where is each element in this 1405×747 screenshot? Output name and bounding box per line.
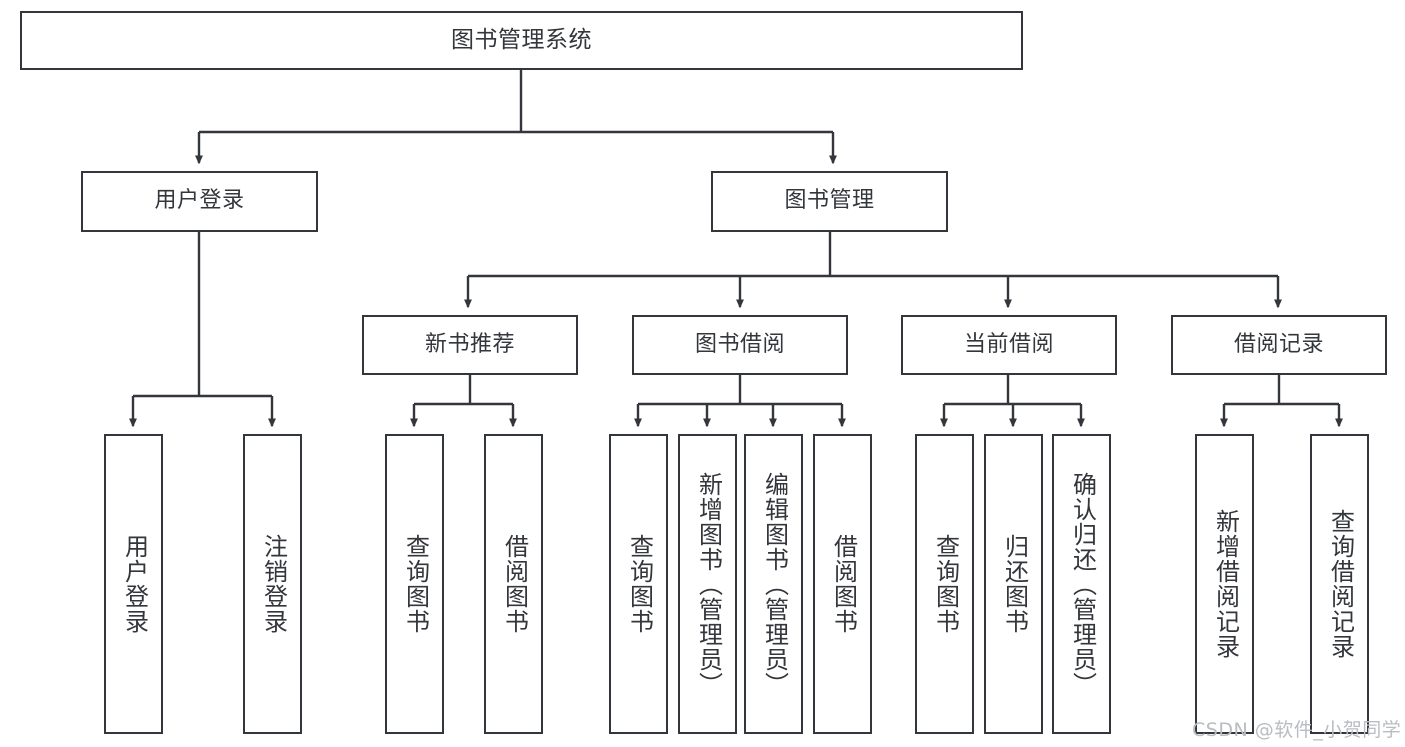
node-leaf-logout-login[interactable]: 注销登录 — [243, 434, 302, 734]
node-leaf-confirm-return-admin[interactable]: 确认归还（管理员） — [1052, 434, 1111, 734]
node-leaf-user-login[interactable]: 用户登录 — [104, 434, 163, 734]
node-leaf-borrow-book-2[interactable]: 借阅图书 — [813, 434, 872, 734]
node-leaf-query-borrow-record[interactable]: 查询借阅记录 — [1310, 434, 1369, 734]
node-leaf-add-book-admin[interactable]: 新增图书（管理员） — [678, 434, 737, 734]
node-leaf-query-book-1[interactable]: 查询图书 — [385, 434, 444, 734]
node-borrow-record[interactable]: 借阅记录 — [1171, 315, 1387, 375]
node-leaf-borrow-book-1[interactable]: 借阅图书 — [484, 434, 543, 734]
node-new-book-recommend[interactable]: 新书推荐 — [362, 315, 578, 375]
node-leaf-query-book-2[interactable]: 查询图书 — [609, 434, 668, 734]
node-current-borrow[interactable]: 当前借阅 — [901, 315, 1117, 375]
node-leaf-add-borrow-record[interactable]: 新增借阅记录 — [1195, 434, 1254, 734]
node-leaf-edit-book-admin[interactable]: 编辑图书（管理员） — [744, 434, 803, 734]
node-leaf-return-book[interactable]: 归还图书 — [984, 434, 1043, 734]
node-leaf-query-book-3[interactable]: 查询图书 — [915, 434, 974, 734]
node-book-management-system[interactable]: 图书管理系统 — [20, 11, 1023, 70]
csdn-watermark: CSDN @软件_小贺同学 — [1192, 719, 1402, 741]
node-user-login[interactable]: 用户登录 — [81, 171, 318, 232]
node-book-borrow[interactable]: 图书借阅 — [632, 315, 848, 375]
node-book-management[interactable]: 图书管理 — [711, 171, 948, 232]
